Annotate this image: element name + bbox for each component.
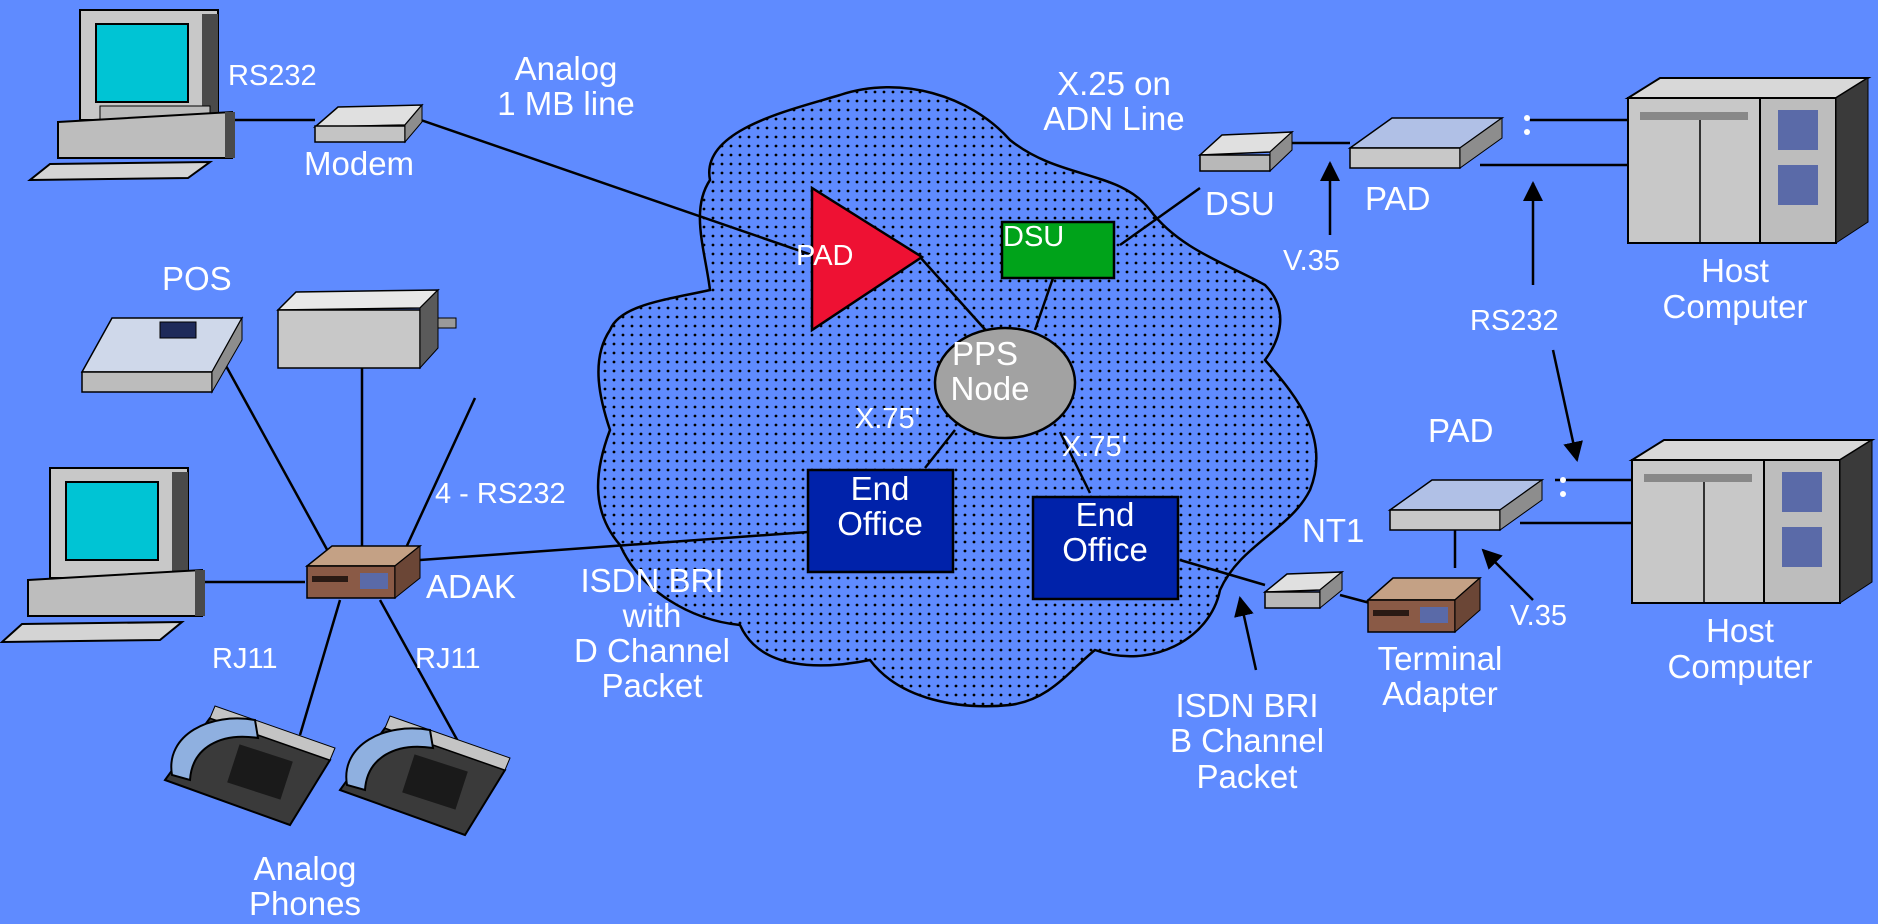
- cloud-dsu-box: [1000, 220, 1116, 280]
- label-isdn-b-2: B Channel: [1170, 722, 1324, 759]
- label-x75-right: X.75': [1062, 431, 1127, 463]
- label-modem: Modem: [304, 145, 414, 182]
- label-host-1-line-1: Host: [1701, 252, 1769, 289]
- label-host-1-line-2: Computer: [1663, 288, 1808, 325]
- label-v35-bottom: V.35: [1510, 600, 1567, 632]
- label-four-rs232: 4 - RS232: [435, 478, 566, 510]
- label-analog-phones-1: Analog: [254, 850, 357, 887]
- terminal-adapter-device: [1366, 576, 1482, 634]
- label-cloud-dsu: DSU: [1003, 221, 1064, 253]
- label-pps-node-2: Node: [951, 370, 1030, 407]
- computer-top-left: [27, 9, 235, 182]
- label-host-2-line-2: Computer: [1668, 648, 1813, 685]
- computer-left-middle: [0, 467, 205, 644]
- pos-terminal: [80, 316, 244, 394]
- label-terminal-adapter-1: Terminal: [1378, 640, 1503, 677]
- nt1-device: [1262, 570, 1345, 610]
- modem-device: [312, 103, 424, 144]
- label-cloud-pad: PAD: [796, 240, 853, 272]
- label-terminal-adapter-2: Adapter: [1382, 675, 1498, 712]
- analog-phone-right: [338, 715, 511, 837]
- label-isdn-b-3: Packet: [1197, 758, 1298, 795]
- label-x75-left: X.75': [855, 403, 920, 435]
- label-isdn-d-1: ISDN BRI: [580, 562, 723, 599]
- labels: RS232 Modem Analog 1 MB line X.25 on ADN…: [162, 50, 1812, 922]
- label-x25-1: X.25 on: [1057, 65, 1171, 102]
- label-adak: ADAK: [426, 568, 516, 605]
- label-analog-phones-2: Phones: [249, 885, 361, 922]
- arrows: [1234, 161, 1583, 671]
- label-dsu-right: DSU: [1205, 185, 1275, 222]
- pad-top-device: [1347, 115, 1530, 169]
- host-computer-bottom: [1628, 439, 1876, 604]
- label-rj11-right: RJ11: [415, 643, 481, 675]
- analog-phone-left: [163, 705, 336, 827]
- label-rj11-left: RJ11: [212, 643, 278, 675]
- label-host-2-line-1: Host: [1706, 612, 1774, 649]
- label-pad-top: PAD: [1365, 180, 1430, 217]
- label-rs232-top: RS232: [228, 60, 317, 92]
- label-pad-right: PAD: [1428, 412, 1493, 449]
- end-office-right: [1031, 495, 1180, 601]
- pad-right-device: [1387, 477, 1566, 531]
- label-pps-node-1: PPS: [952, 335, 1018, 372]
- label-x25-2: ADN Line: [1043, 100, 1184, 137]
- label-isdn-b-1: ISDN BRI: [1175, 687, 1318, 724]
- label-isdn-d-2: with: [622, 597, 682, 634]
- host-computer-top: [1624, 77, 1872, 244]
- dsu-right-device: [1197, 130, 1295, 173]
- label-pos: POS: [162, 260, 232, 297]
- label-end-office-right-2: Office: [1062, 531, 1148, 568]
- label-end-office-right-1: End: [1076, 496, 1135, 533]
- label-v35-top: V.35: [1283, 245, 1340, 277]
- label-analog-line-2: 1 MB line: [497, 85, 635, 122]
- label-isdn-d-4: Packet: [602, 667, 703, 704]
- label-nt1: NT1: [1302, 512, 1364, 549]
- label-end-office-left-1: End: [851, 470, 910, 507]
- adak-device: [304, 544, 423, 600]
- printer-device: [276, 288, 457, 370]
- cloud-pad-triangle: [810, 185, 925, 333]
- label-isdn-d-3: D Channel: [574, 632, 730, 669]
- pps-node: [933, 326, 1077, 440]
- label-analog-line-1: Analog: [515, 50, 618, 87]
- label-rs232-right: RS232: [1470, 305, 1559, 337]
- label-end-office-left-2: Office: [837, 505, 923, 542]
- end-office-left: [806, 468, 955, 574]
- connection-lines: [205, 116, 1632, 746]
